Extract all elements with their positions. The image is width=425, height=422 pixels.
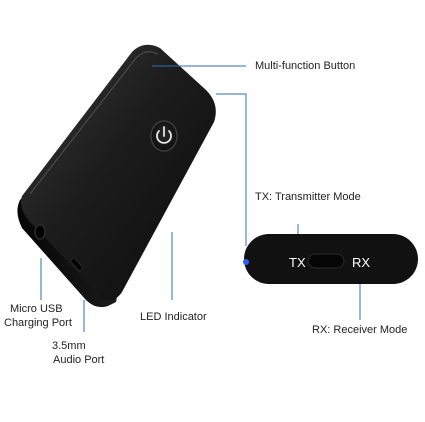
switch-label-tx: TX [289, 255, 306, 270]
leader-tx-rx-switch [216, 93, 247, 246]
micro-usb-port [70, 257, 83, 271]
led-indicator-light [243, 259, 249, 265]
tx-rx-switch-slider[interactable] [307, 253, 345, 269]
label-audio-port-line2: Audio Port [53, 354, 105, 366]
power-icon [156, 126, 172, 144]
label-audio-port-line1: 3.5mm [52, 340, 86, 352]
label-micro-usb-line1: Micro USB [10, 303, 63, 315]
label-tx-mode: TX: Transmitter Mode [255, 191, 361, 203]
label-rx-mode: RX: Receiver Mode [312, 324, 408, 336]
label-micro-usb-line2: Charging Port [4, 317, 72, 329]
label-multi-function-button: Multi-function Button [255, 60, 356, 72]
audio-port [34, 224, 46, 240]
leader-lines [40, 65, 361, 332]
device-top-face [21, 44, 216, 300]
switch-label-rx: RX [352, 255, 371, 270]
label-led-indicator: LED Indicator [140, 311, 207, 323]
